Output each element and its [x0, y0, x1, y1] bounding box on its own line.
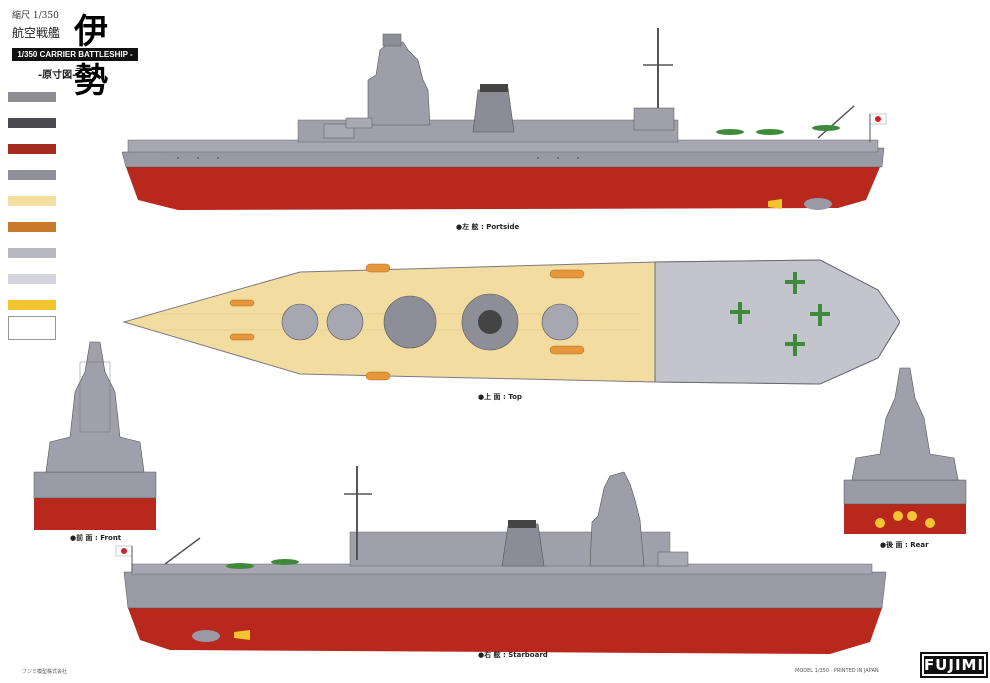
swatch-codes [8, 154, 56, 160]
paint-swatch [8, 242, 56, 268]
paint-swatch [8, 268, 56, 294]
swatch-color [8, 144, 56, 154]
starboard-view [115, 466, 887, 654]
swatch-codes [8, 128, 56, 134]
top-view [122, 259, 900, 385]
footer-company: フジミ模型株式会社 [22, 669, 68, 675]
swatch-color [8, 118, 56, 128]
paint-swatch [8, 294, 56, 320]
front-caption: ●前 面 : Front [70, 534, 122, 542]
ship-type: 航空戦艦 [12, 26, 61, 40]
swatch-codes [8, 102, 56, 108]
title-banner: 1/350 CARRIER BATTLESHIP -ISE- [12, 48, 138, 72]
swatch-color [8, 170, 56, 180]
rear-view [843, 367, 967, 534]
front-view [33, 341, 157, 530]
swatch-codes [8, 180, 56, 186]
portside-view [121, 28, 887, 210]
swatch-codes [8, 258, 56, 264]
scale-label: 縮尺 1/350 [12, 11, 59, 21]
starboard-caption: ●右 舷 : Starboard [478, 651, 548, 659]
paint-note [8, 316, 56, 340]
paint-swatch [8, 190, 56, 216]
paint-swatch [8, 86, 56, 112]
swatch-color [8, 222, 56, 232]
paint-swatch [8, 138, 56, 164]
paint-swatch [8, 216, 56, 242]
portside-caption: ●左 舷 : Portside [456, 223, 520, 231]
ship-name: 伊 勢 [74, 12, 114, 101]
paint-swatch-list [8, 86, 56, 320]
fujimi-logo: FUJIMI [920, 652, 988, 678]
swatch-color [8, 300, 56, 310]
footer-print: MODEL 1/350 · PRINTED IN JAPAN [795, 668, 879, 674]
paint-swatch [8, 112, 56, 138]
swatch-codes [8, 232, 56, 238]
paint-swatch [8, 164, 56, 190]
swatch-color [8, 196, 56, 206]
swatch-color [8, 92, 56, 102]
swatch-color [8, 248, 56, 258]
swatch-color [8, 274, 56, 284]
drawing-label: -原寸図- [38, 70, 77, 81]
top-caption: ●上 面 : Top [478, 393, 522, 401]
rear-caption: ●後 面 : Rear [880, 541, 929, 549]
swatch-codes [8, 284, 56, 290]
swatch-codes [8, 206, 56, 212]
